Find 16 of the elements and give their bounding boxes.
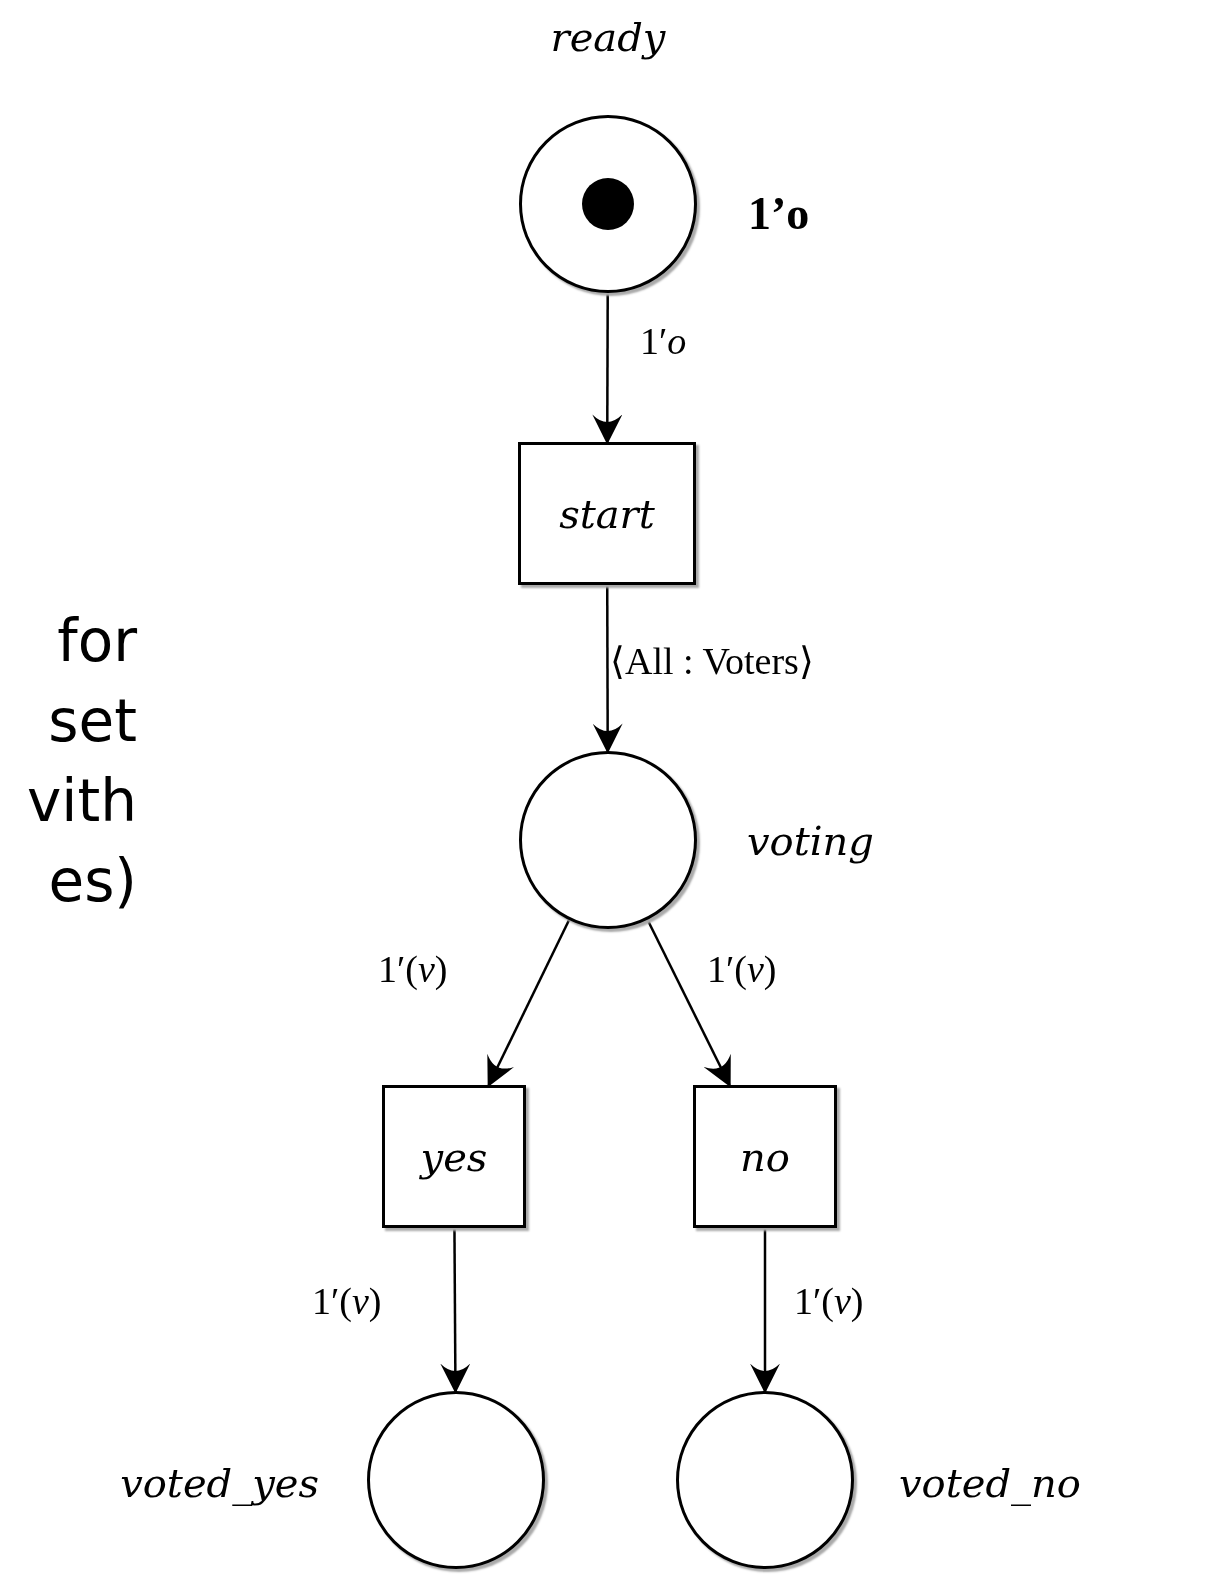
slide-text-fragment: vith [27,772,137,830]
transition-label: no [740,1136,790,1177]
edge-label: 1′(v) [378,950,448,988]
slide-text-fragment: set [48,692,137,750]
token-count: 1’o [748,191,810,237]
transition-label: start [559,493,655,534]
edge-label: 1′(v) [312,1282,382,1320]
edge-label: 1′(v) [794,1282,864,1320]
transition-box [382,1085,526,1228]
transition-box [693,1085,837,1228]
edge-label: ⟨All : Voters⟩ [610,642,814,680]
slide-text-fragment: es) [48,852,137,910]
slide-text-fragment: for [57,612,137,670]
transition-box [518,442,696,585]
edge-label: 1′o [640,322,687,360]
edge-label: 1′(v) [707,950,777,988]
